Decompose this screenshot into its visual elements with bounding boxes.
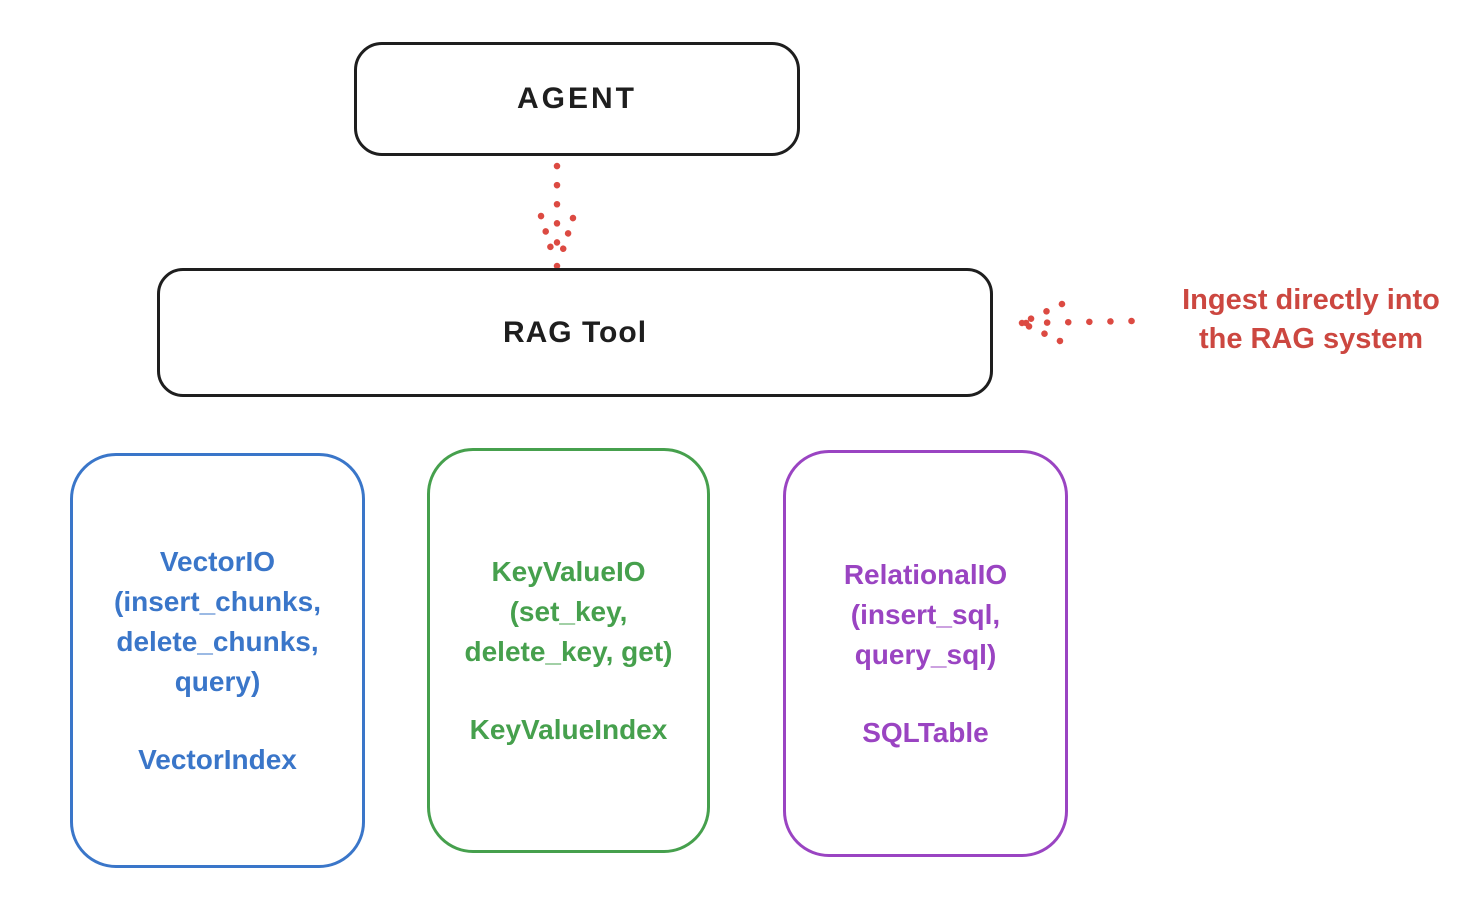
rag-tool-box: RAG Tool [157, 268, 993, 397]
ingest-annotation: Ingest directly into the RAG system [1138, 281, 1484, 359]
keyvalue-index-label: KeyValueIndex [469, 713, 668, 745]
keyvalue-io-box: KeyValueIO (set_key, delete_key, get) Ke… [427, 448, 710, 853]
vector-io-method-line: (insert_chunks, [114, 585, 321, 617]
keyvalue-io-method-line: (set_key, [509, 595, 628, 627]
relational-io-box: RelationalIO (insert_sql, query_sql) SQL… [783, 450, 1068, 857]
keyvalue-io-method-line: delete_key, get) [464, 635, 673, 667]
arrow-ingest-into-ragtool-icon [1018, 300, 1138, 345]
relational-io-method-line: (insert_sql, [850, 598, 1001, 630]
keyvalue-io-title: KeyValueIO [491, 555, 646, 587]
vector-io-title: VectorIO [159, 545, 276, 577]
arrow-agent-to-ragtool-icon [537, 162, 577, 270]
ingest-annotation-line1: Ingest directly into [1182, 284, 1440, 316]
agent-box: AGENT [354, 42, 800, 156]
sql-table-label: SQLTable [862, 716, 989, 748]
vector-io-method-line: query) [174, 665, 261, 697]
relational-io-title: RelationalIO [843, 558, 1008, 590]
vector-io-box: VectorIO (insert_chunks, delete_chunks, … [70, 453, 365, 868]
relational-io-method-line: query_sql) [854, 638, 997, 670]
vector-io-method-line: delete_chunks, [116, 625, 319, 657]
agent-label: AGENT [517, 82, 637, 115]
ingest-annotation-line2: the RAG system [1198, 323, 1423, 355]
rag-tool-label: RAG Tool [502, 315, 648, 349]
vector-index-label: VectorIndex [138, 743, 297, 775]
